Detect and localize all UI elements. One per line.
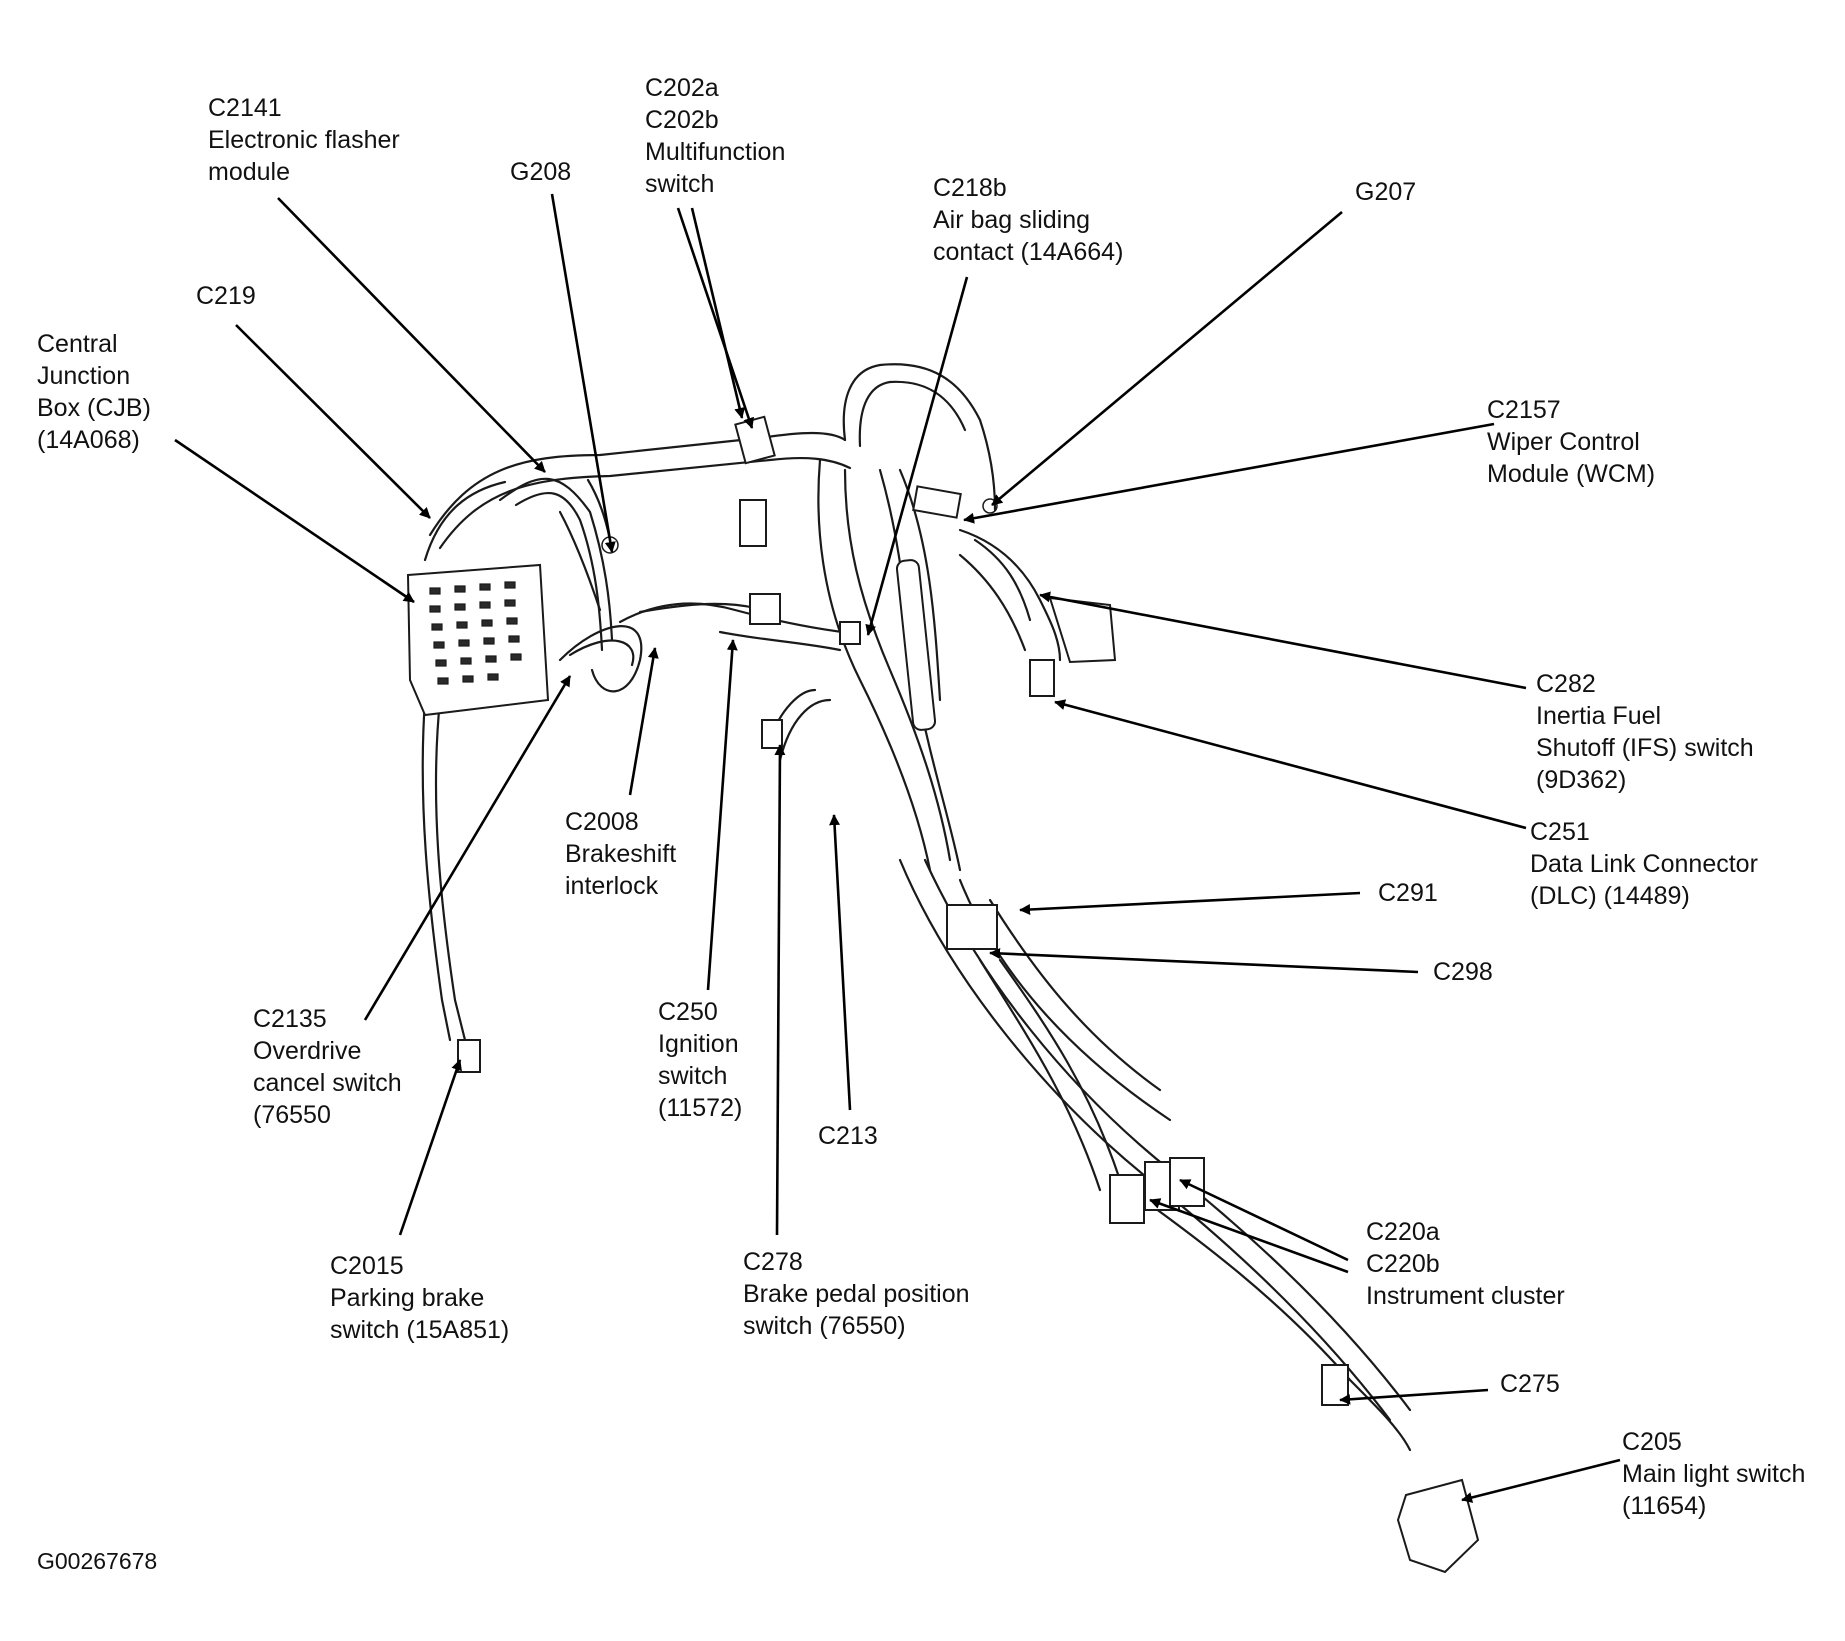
component-name: switch (15A851) xyxy=(330,1316,510,1344)
ground-id: G208 xyxy=(510,158,572,186)
label-c219: C219 xyxy=(196,280,256,312)
connector-id: C278 xyxy=(743,1248,803,1276)
component-name: (DLC) (14489) xyxy=(1530,882,1690,910)
part-number: (76550 xyxy=(253,1101,331,1129)
part-number: (14A068) xyxy=(37,426,140,454)
label-c282: C282 Inertia Fuel Shutoff (IFS) switch (… xyxy=(1536,668,1754,796)
connector-id: C213 xyxy=(818,1122,878,1150)
component-name: Inertia Fuel xyxy=(1536,702,1662,730)
connector-id: C2157 xyxy=(1487,396,1561,424)
label-c213: C213 xyxy=(818,1120,878,1152)
figure-id: G00267678 xyxy=(37,1548,158,1574)
label-c220: C220a C220b Instrument cluster xyxy=(1366,1216,1565,1312)
connector-id: C275 xyxy=(1500,1370,1560,1398)
connector-id: C220a xyxy=(1366,1218,1440,1246)
label-c2015: C2015 Parking brake switch (15A851) xyxy=(330,1250,509,1346)
part-number: (11654) xyxy=(1622,1492,1707,1520)
component-name: module xyxy=(208,158,290,186)
component-name: Junction xyxy=(37,362,131,390)
component-name: Multifunction xyxy=(645,138,786,166)
component-name: switch xyxy=(658,1062,728,1090)
component-name: Shutoff (IFS) switch xyxy=(1536,734,1754,762)
part-number: (9D362) xyxy=(1536,766,1627,794)
label-c2008: C2008 Brakeshift interlock xyxy=(565,806,676,902)
ground-id: G207 xyxy=(1355,178,1417,206)
label-c278: C278 Brake pedal position switch (76550) xyxy=(743,1246,970,1342)
connector-id: C2008 xyxy=(565,808,639,836)
connector-id: C2141 xyxy=(208,94,282,122)
label-c251: C251 Data Link Connector (DLC) (14489) xyxy=(1530,816,1758,912)
label-c2135: C2135 Overdrive cancel switch (76550 xyxy=(253,1003,402,1131)
label-c298: C298 xyxy=(1433,956,1493,988)
label-g208: G208 xyxy=(510,156,571,188)
leader-arrows xyxy=(174,193,1621,1503)
component-name: Ignition xyxy=(658,1030,739,1058)
component-name: interlock xyxy=(565,872,659,900)
connector-id: C2135 xyxy=(253,1005,327,1033)
component-name: Parking brake xyxy=(330,1284,485,1312)
label-c2157: C2157 Wiper Control Module (WCM) xyxy=(1487,394,1655,490)
connector-id: C220b xyxy=(1366,1250,1440,1278)
label-c275: C275 xyxy=(1500,1368,1560,1400)
connector-id: C205 xyxy=(1622,1428,1682,1456)
cjb-fuses xyxy=(429,581,522,685)
component-name: Module (WCM) xyxy=(1487,460,1656,488)
component-name: switch xyxy=(645,170,715,198)
connector-id: C219 xyxy=(196,282,256,310)
component-name: Data Link Connector xyxy=(1530,850,1758,878)
component-name: Main light switch xyxy=(1622,1460,1806,1488)
connector-id: C291 xyxy=(1378,879,1438,907)
component-name: Instrument cluster xyxy=(1366,1282,1565,1310)
label-c218b: C218b Air bag sliding contact (14A664) xyxy=(933,172,1123,268)
component-name: Air bag sliding xyxy=(933,206,1091,234)
connector-id: C282 xyxy=(1536,670,1596,698)
component-name: Brake pedal position xyxy=(743,1280,970,1308)
label-cjb: Central Junction Box (CJB) (14A068) xyxy=(37,328,151,456)
connector-id: C250 xyxy=(658,998,718,1026)
component-name: Brakeshift xyxy=(565,840,677,868)
connector-id: C298 xyxy=(1433,958,1493,986)
component-name: Wiper Control xyxy=(1487,428,1640,456)
label-c250: C250 Ignition switch (11572) xyxy=(658,996,742,1124)
component-name: Electronic flasher xyxy=(208,126,400,154)
label-g207: G207 xyxy=(1355,176,1416,208)
component-name: Box (CJB) xyxy=(37,394,151,422)
connector-id: C251 xyxy=(1530,818,1590,846)
label-c291: C291 xyxy=(1378,877,1438,909)
label-c202: C202a C202b Multifunction switch xyxy=(645,72,785,200)
component-name: Overdrive xyxy=(253,1037,362,1065)
connector-id: C202b xyxy=(645,106,719,134)
component-name: switch (76550) xyxy=(743,1312,906,1340)
label-c205: C205 Main light switch (11654) xyxy=(1622,1426,1805,1522)
component-name: Central xyxy=(37,330,118,358)
component-name: contact (14A664) xyxy=(933,238,1124,266)
part-number: (11572) xyxy=(658,1094,743,1122)
label-c2141: C2141 Electronic flasher module xyxy=(208,92,400,188)
connector-id: C202a xyxy=(645,74,719,102)
connector-id: C2015 xyxy=(330,1252,404,1280)
component-name: cancel switch xyxy=(253,1069,402,1097)
connector-id: C218b xyxy=(933,174,1007,202)
